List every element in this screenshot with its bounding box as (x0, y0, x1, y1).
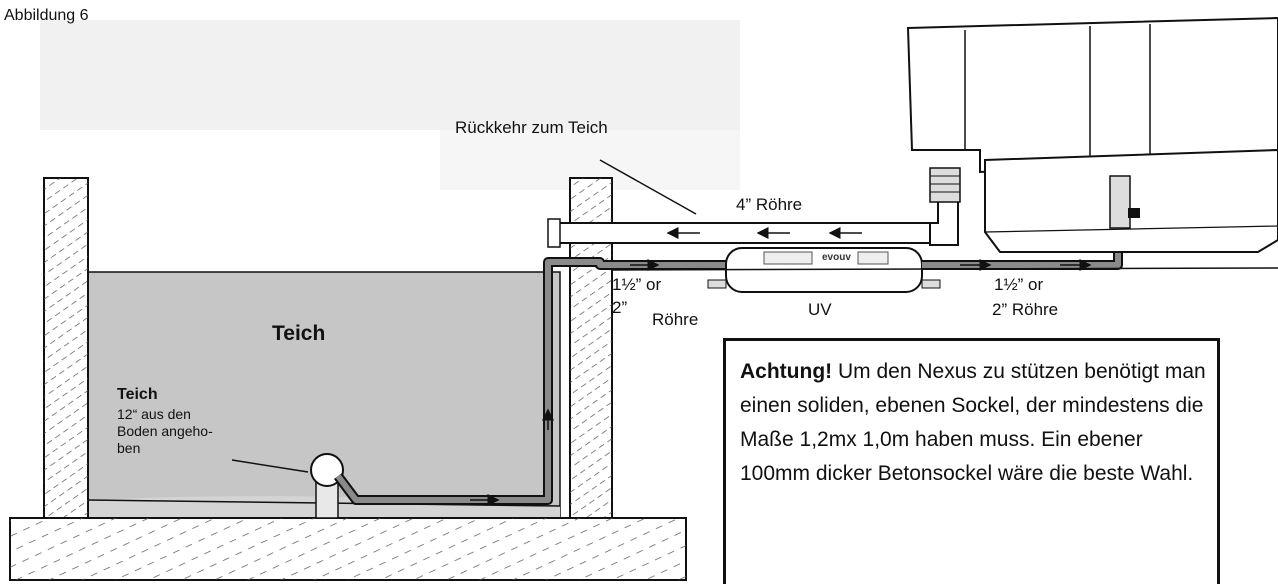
return-elbow (929, 199, 959, 246)
uv-cap-right (921, 279, 941, 289)
filter-lid (906, 16, 1278, 174)
uv-sticker-2 (857, 251, 889, 265)
pond-drain-description: 12“ aus den Boden angeho-ben (117, 406, 213, 456)
uv-brand-label: evouv (822, 252, 851, 263)
pipe-right-type-label: 2” Röhre (992, 300, 1059, 319)
pipe-left-size-label-2: 2” (612, 298, 628, 317)
background-shading (40, 20, 740, 130)
return-to-pond-label: Rückkehr zum Teich (455, 118, 608, 137)
return-pipe-4in (555, 222, 937, 244)
bottom-drain (310, 453, 344, 487)
pipe-left-size-label: 1½” or (612, 275, 662, 294)
pond-drain-title: Teich (117, 386, 158, 403)
pond-title: Teich (272, 322, 326, 345)
caution-heading: Achtung! (740, 360, 833, 383)
drain-pointer-line (231, 459, 309, 473)
foundation-hatch (10, 518, 686, 580)
left-wall-hatch (44, 178, 88, 518)
drain-pipe-fill (335, 259, 740, 503)
return-pointer-line (599, 159, 697, 215)
caution-box: Achtung! Um den Nexus zu stützen benötig… (723, 338, 1220, 584)
uv-label: UV (808, 300, 832, 319)
filter-outlet-valve (1109, 175, 1131, 229)
uv-sticker (763, 251, 813, 265)
filter-tank (984, 148, 1278, 253)
pipe-left-type-label: Röhre (652, 310, 699, 329)
uv-cap-left (707, 279, 727, 289)
return-pipe-end (547, 218, 561, 248)
pipe-4in-label: 4” Röhre (736, 195, 803, 214)
return-connector (929, 167, 961, 203)
filter-tank-rim (984, 225, 1278, 233)
caution-body: Um den Nexus zu stützen benötigt man ein… (740, 360, 1206, 485)
pipe-right-size-label: 1½” or (994, 275, 1044, 294)
ground-line (611, 267, 1278, 271)
figure-label: Abbildung 6 (4, 7, 89, 24)
valve-handle (1128, 208, 1140, 218)
